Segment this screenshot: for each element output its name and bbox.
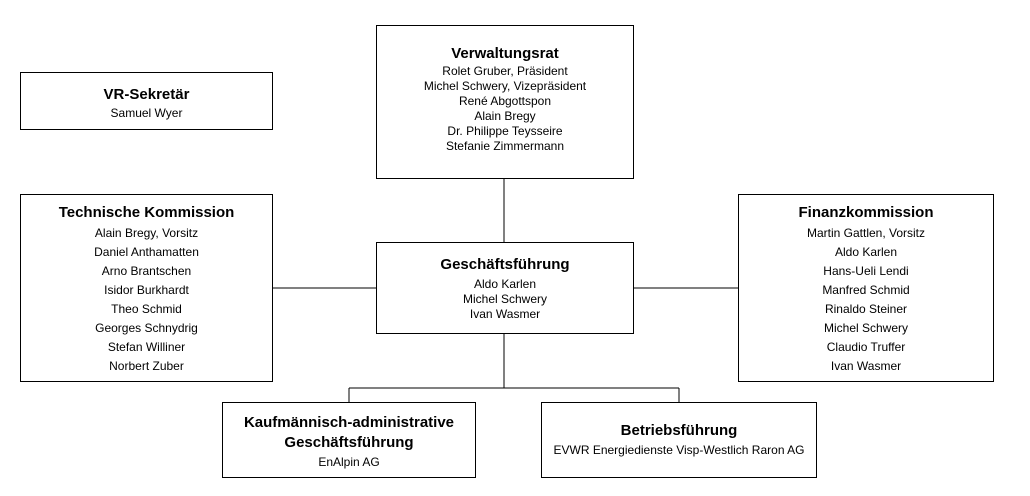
box-betriebsfuehrung: Betriebsführung EVWR Energiedienste Visp… [541,402,817,478]
finanzkommission-member: Ivan Wasmer [830,359,902,373]
box-finanzkommission: Finanzkommission Martin Gattlen, Vorsitz… [738,194,994,382]
verwaltungsrat-member: Alain Bregy [474,109,536,123]
technische-kommission-member: Norbert Zuber [109,359,184,373]
box-technische-kommission: Technische Kommission Alain Bregy, Vorsi… [20,194,273,382]
betriebsfuehrung-member: EVWR Energiedienste Visp-Westlich Raron … [553,443,805,457]
technische-kommission-title: Technische Kommission [58,204,235,221]
kaufmaennisch-title: Kaufmännisch-administrative Geschäftsfüh… [223,413,475,453]
finanzkommission-member: Manfred Schmid [822,283,910,297]
finanzkommission-member: Michel Schwery [823,321,909,335]
finanzkommission-member: Aldo Karlen [834,245,898,259]
kaufmaennisch-member: EnAlpin AG [318,455,380,469]
verwaltungsrat-member: Dr. Philippe Teysseire [447,124,563,138]
finanzkommission-title: Finanzkommission [798,204,934,221]
verwaltungsrat-member: Rolet Gruber, Präsident [442,64,568,78]
betriebsfuehrung-title: Betriebsführung [620,422,738,439]
technische-kommission-member: Daniel Anthamatten [94,245,199,259]
kaufmaennisch-title-line1: Kaufmännisch-administrative [243,414,455,431]
technische-kommission-member: Georges Schnydrig [95,321,198,335]
finanzkommission-member: Martin Gattlen, Vorsitz [806,226,926,240]
kaufmaennisch-title-line2: Geschäftsführung [284,434,414,451]
finanzkommission-member: Claudio Truffer [826,340,906,354]
verwaltungsrat-member: Michel Schwery, Vizepräsident [423,79,587,93]
technische-kommission-member: Arno Brantschen [101,264,192,278]
geschaeftsfuehrung-member: Ivan Wasmer [469,307,541,321]
vr-sekretaer-title: VR-Sekretär [103,86,190,103]
finanzkommission-member: Rinaldo Steiner [824,302,908,316]
vr-sekretaer-member: Samuel Wyer [110,106,183,120]
box-kaufmaennisch-administrative-geschaeftsfuehrung: Kaufmännisch-administrative Geschäftsfüh… [222,402,476,478]
geschaeftsfuehrung-member: Aldo Karlen [473,277,537,291]
box-vr-sekretaer: VR-Sekretär Samuel Wyer [20,72,273,130]
technische-kommission-member: Stefan Williner [107,340,186,354]
verwaltungsrat-member: René Abgottspon [458,94,552,108]
verwaltungsrat-member: Stefanie Zimmermann [445,139,565,153]
box-geschaeftsfuehrung: Geschäftsführung Aldo Karlen Michel Schw… [376,242,634,334]
geschaeftsfuehrung-title: Geschäftsführung [440,256,570,273]
geschaeftsfuehrung-member: Michel Schwery [462,292,548,306]
verwaltungsrat-title: Verwaltungsrat [451,45,559,62]
technische-kommission-member: Theo Schmid [111,302,182,316]
finanzkommission-member: Hans-Ueli Lendi [823,264,909,278]
technische-kommission-member: Isidor Burkhardt [104,283,189,297]
box-verwaltungsrat: Verwaltungsrat Rolet Gruber, Präsident M… [376,25,634,179]
technische-kommission-member: Alain Bregy, Vorsitz [94,226,199,240]
